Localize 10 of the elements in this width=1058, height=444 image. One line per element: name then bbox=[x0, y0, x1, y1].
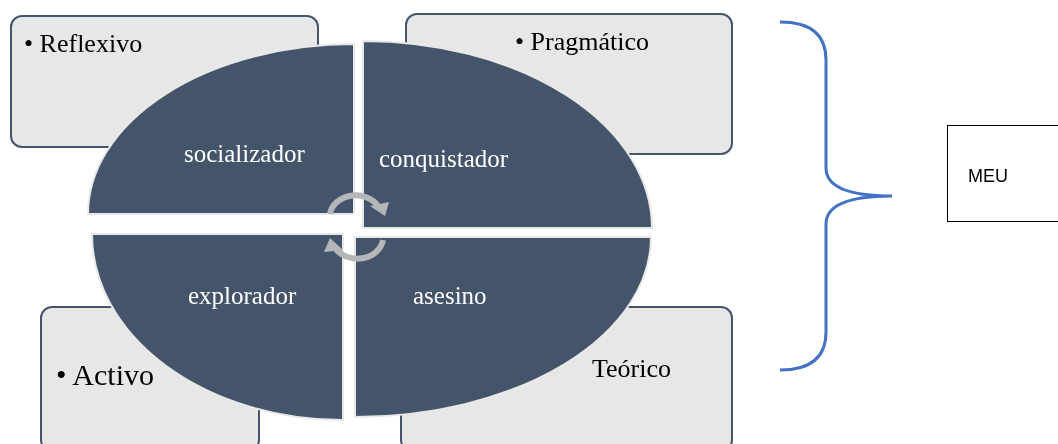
box-label: MEU bbox=[968, 166, 1008, 187]
box-label: Teórico bbox=[592, 354, 672, 384]
box-label: • Reflexivo bbox=[24, 29, 143, 59]
segment-label: conquistador bbox=[379, 145, 509, 173]
segment-label: explorador bbox=[188, 282, 297, 310]
segment-label: asesino bbox=[413, 282, 487, 310]
label-box bbox=[947, 125, 1058, 222]
box-label: • Pragmático bbox=[515, 27, 649, 57]
box-label: • Activo bbox=[56, 358, 154, 392]
segment-label: socializador bbox=[184, 140, 305, 168]
